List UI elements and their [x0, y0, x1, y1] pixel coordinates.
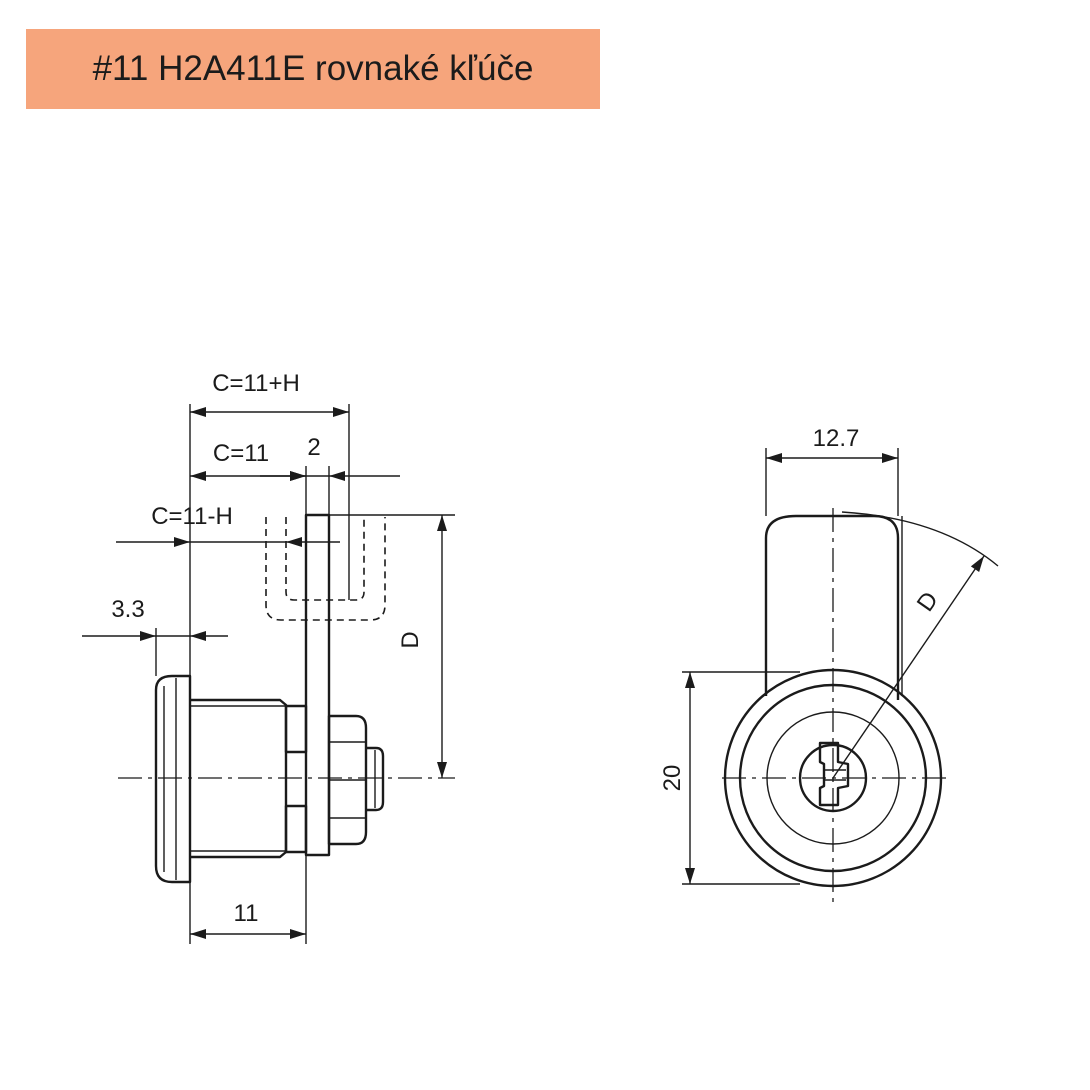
cam-outline [764, 514, 900, 700]
dim-c-label: C=11 [213, 440, 269, 467]
title-text: #11 H2A411E rovnaké kľúče [92, 49, 534, 88]
dim-d-front-line [832, 555, 985, 779]
arrowhead [290, 471, 306, 481]
dim-diameter-label: 20 [659, 765, 686, 792]
front-view: 12.7 D 20 [659, 425, 999, 905]
alt-cam-dashed [265, 517, 386, 621]
arrowhead [190, 929, 206, 939]
arrowhead [685, 672, 695, 688]
nut [327, 714, 368, 846]
arrowhead [766, 453, 782, 463]
keyway [818, 741, 850, 807]
arrowhead [329, 471, 345, 481]
arrowhead [290, 929, 306, 939]
arrowhead [685, 868, 695, 884]
arrowhead [286, 537, 302, 547]
alt-cam-inner-dashed [285, 517, 365, 601]
d-swing-arc [841, 511, 999, 567]
arrowhead [437, 515, 447, 531]
arrowhead [140, 631, 156, 641]
dim-flange-label: 3.3 [111, 596, 144, 623]
arrowhead [190, 407, 206, 417]
arrowhead [190, 471, 206, 481]
title-banner: #11 H2A411E rovnaké kľúče [26, 29, 600, 109]
dim-d-side-label: D [397, 631, 424, 648]
thread-upper [284, 704, 308, 754]
screw [366, 746, 385, 812]
arrowhead [190, 631, 206, 641]
cam-plate [304, 513, 331, 857]
side-view: C=11+H C=11 2 C=11-H 3.3 [82, 370, 455, 944]
dim-thickness-label: 2 [307, 434, 320, 461]
dim-c-minus-label: C=11-H [151, 503, 233, 530]
arrowhead [333, 407, 349, 417]
arrowhead [437, 762, 447, 778]
bezel-outline [154, 674, 192, 884]
dim-d-front-label: D [912, 587, 944, 617]
dim-c-plus-label: C=11+H [212, 370, 300, 397]
arrowhead [882, 453, 898, 463]
dim-body-label: 11 [234, 900, 259, 927]
arrowhead [174, 537, 190, 547]
dim-width-label: 12.7 [813, 425, 860, 452]
thread-lower [284, 804, 308, 854]
